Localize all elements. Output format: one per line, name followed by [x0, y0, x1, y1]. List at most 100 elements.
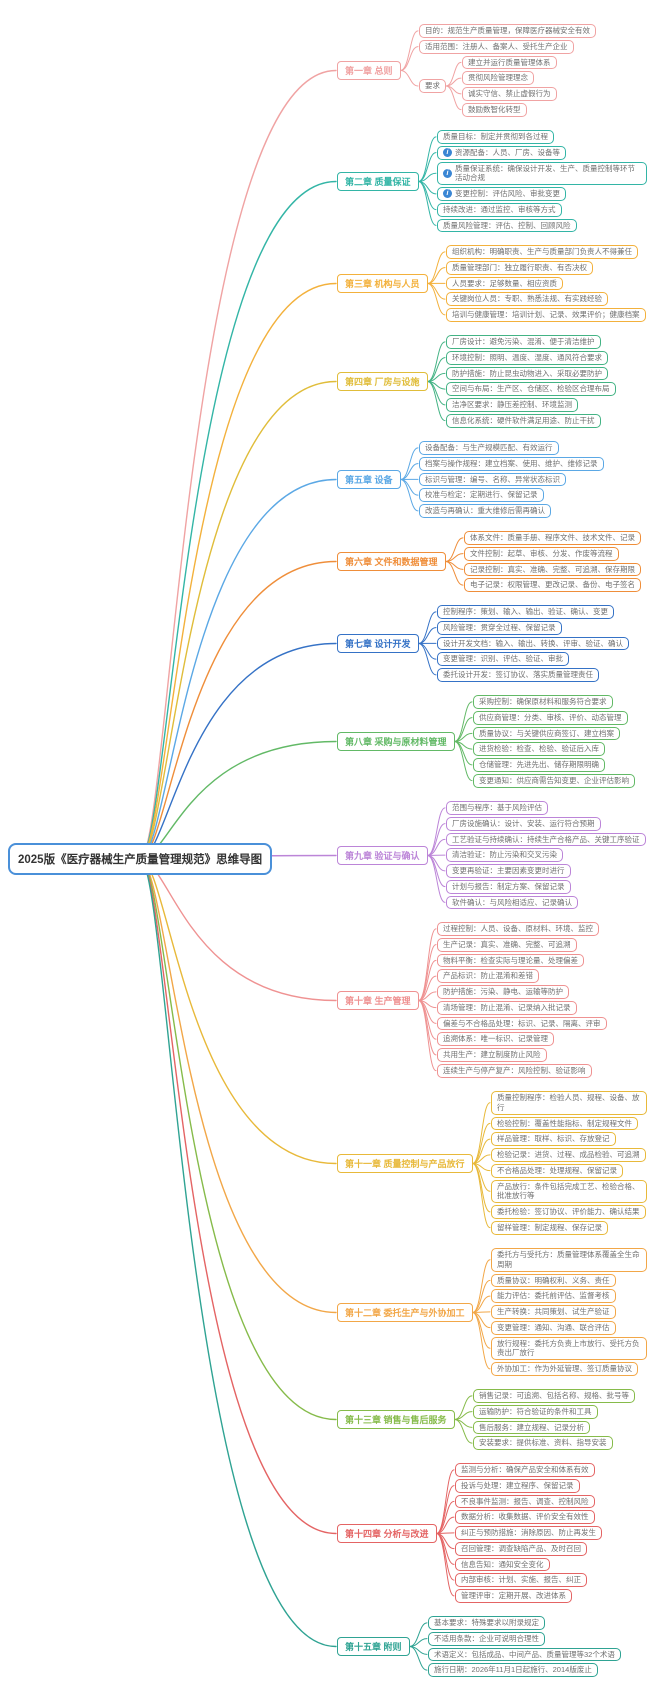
topic-node[interactable]: 检验控制：覆盖性能指标、制定规程文件 [491, 1116, 638, 1131]
topic-node[interactable]: 范围与程序：基于风险评估 [446, 801, 548, 815]
chapter-node[interactable]: 第十一章 质量控制与产品放行 [337, 1154, 473, 1173]
topic-node[interactable]: 数据分析：收集数据、评价安全有效性 [455, 1510, 595, 1524]
topic-node[interactable]: 软件确认：与风险相适应、记录确认 [446, 895, 578, 910]
topic-node[interactable]: 厂房设施确认：设计、安装、运行符合预期 [446, 816, 601, 831]
chapter-node[interactable]: 第十章 生产管理 [337, 991, 419, 1010]
topic-node[interactable]: 变更通知：供应商需告知变更、企业评估影响 [473, 773, 635, 788]
topic-node[interactable]: 销售记录：可追溯、包括名称、规格、批号等 [473, 1389, 635, 1403]
chapter-node[interactable]: 第八章 采购与原材料管理 [337, 732, 455, 751]
topic-node[interactable]: 监测与分析：确保产品安全和体系有效 [455, 1463, 595, 1477]
topic-node[interactable]: 电子记录：权限管理、更改记录、备份、电子签名 [464, 578, 641, 592]
topic-node[interactable]: 信息告知：通知安全变化 [455, 1557, 550, 1572]
topic-node[interactable]: 委托方与受托方：质量管理体系覆盖全生命周期 [491, 1248, 647, 1272]
topic-node[interactable]: 物料平衡：检查实际与理论量、处理偏差 [437, 953, 584, 968]
topic-node[interactable]: 设计开发文档：输入、输出、转换、评审、验证、确认 [437, 636, 629, 651]
topic-node[interactable]: 外协加工：作为外延管理、签订质量协议 [491, 1362, 638, 1376]
topic-node[interactable]: 产品放行：条件包括完成工艺、检验合格、批准放行等 [491, 1179, 647, 1203]
topic-node[interactable]: 改造与再确认：重大维修后需再确认 [419, 504, 551, 518]
topic-node[interactable]: 术语定义：包括成品、中间产品、质量管理等32个术语 [428, 1647, 621, 1662]
topic-node[interactable]: 设备配备：与生产规模匹配、有效运行 [419, 441, 559, 455]
topic-node[interactable]: 目的：规范生产质量管理，保障医疗器械安全有效 [419, 24, 596, 38]
topic-node[interactable]: 委托设计开发：签订协议、落实质量管理责任 [437, 668, 599, 682]
topic-node[interactable]: 记录控制：真实、准确、完整、可追溯、保存期限 [464, 562, 641, 577]
topic-node[interactable]: 纠正与预防措施：消除原因、防止再发生 [455, 1526, 602, 1540]
chapter-node[interactable]: 第九章 验证与确认 [337, 846, 428, 865]
topic-node[interactable]: 连续生产与停产复产：风险控制、验证影响 [437, 1063, 592, 1078]
topic-node[interactable]: 持续改进：通过监控、审核等方式 [437, 202, 562, 217]
topic-node[interactable]: 组织机构：明确职责、生产与质量部门负责人不得兼任 [446, 245, 638, 259]
topic-node[interactable]: 洁净区要求：静压差控制、环境监测 [446, 398, 578, 412]
topic-node[interactable]: 委托检验：签订协议、评价能力、确认结果 [491, 1205, 646, 1219]
topic-node[interactable]: 安装要求：提供标准、资料、指导安装 [473, 1436, 613, 1450]
root-node[interactable]: 2025版《医疗器械生产质量管理规范》思维导图 [8, 843, 273, 875]
topic-node[interactable]: 防护措施：污染、静电、运输等防护 [437, 985, 569, 999]
topic-node[interactable]: 环境控制：照明、温度、湿度、通风符合要求 [446, 350, 608, 365]
topic-node[interactable]: 计划与报告：制定方案、保留记录 [446, 879, 571, 894]
topic-node[interactable]: 内部审核：计划、实施、报告、纠正 [455, 1573, 587, 1587]
topic-node[interactable]: 清场管理：防止混淆、记录纳入批记录 [437, 1000, 577, 1015]
topic-node[interactable]: 追溯体系：唯一标识、记录管理 [437, 1032, 554, 1046]
chapter-node[interactable]: 第十二章 委托生产与外协加工 [337, 1303, 473, 1322]
topic-node[interactable]: 体系文件：质量手册、程序文件、技术文件、记录 [464, 531, 641, 545]
topic-node[interactable]: 工艺验证与持续确认：持续生产合格产品、关键工序验证 [446, 832, 646, 847]
topic-node[interactable]: 鼓励数智化转型 [462, 102, 527, 117]
topic-node[interactable]: 管理评审：定期开展、改进体系 [455, 1589, 572, 1603]
topic-node[interactable]: 培训与健康管理：培训计划、记录、效果评价；健康档案 [446, 308, 646, 322]
chapter-node[interactable]: 第七章 设计开发 [337, 634, 419, 653]
topic-node[interactable]: 关键岗位人员：专职、熟悉法规、有实践经验 [446, 292, 608, 306]
topic-node[interactable]: 文件控制：起草、审核、分发、作废等流程 [464, 546, 619, 561]
chapter-node[interactable]: 第十三章 销售与售后服务 [337, 1410, 455, 1429]
topic-node[interactable]: 进货检验：检查、检验、验证后入库 [473, 742, 605, 756]
topic-node[interactable]: 质量控制程序：检验人员、规程、设备、放行 [491, 1091, 647, 1115]
chapter-node[interactable]: 第三章 机构与人员 [337, 274, 428, 293]
chapter-node[interactable]: 第四章 厂房与设施 [337, 372, 428, 391]
topic-node[interactable]: 厂房设计：避免污染、混淆、便于清洁维护 [446, 335, 601, 349]
topic-node[interactable]: 变更管理：识别、评估、验证、审批 [437, 652, 569, 666]
chapter-node[interactable]: 第十四章 分析与改进 [337, 1524, 437, 1543]
chapter-node[interactable]: 第五章 设备 [337, 470, 401, 489]
topic-node[interactable]: 供应商管理：分类、审核、评价、动态管理 [473, 710, 628, 725]
topic-node[interactable]: 防护措施：防止昆虫动物进入、采取必要防护 [446, 366, 608, 381]
topic-node[interactable]: 控制程序：策划、输入、输出、验证、确认、变更 [437, 605, 614, 619]
topic-node[interactable]: 不适用条款：企业可说明合理性 [428, 1631, 545, 1646]
topic-node[interactable]: 产品标识：防止混淆和差错 [437, 969, 539, 983]
topic-node[interactable]: 运输防护：符合验证的条件和工具 [473, 1404, 598, 1419]
topic-node[interactable]: 档案与操作规程：建立档案、使用、维护、维修记录 [419, 456, 604, 471]
topic-node[interactable]: 质量目标：制定并贯彻到各过程 [437, 130, 554, 144]
topic-node[interactable]: 生产记录：真实、准确、完整、可追溯 [437, 937, 577, 952]
topic-node[interactable]: 不合格品处理：处理规程、保留记录 [491, 1163, 623, 1178]
chapter-node[interactable]: 第一章 总则 [337, 61, 401, 80]
topic-node[interactable]: 仓储管理：先进先出、储存期限明确 [473, 758, 605, 772]
topic-node[interactable]: 质量协议：与关键供应商签订、建立档案 [473, 726, 620, 741]
topic-node[interactable]: 不良事件监测：报告、调查、控制风险 [455, 1494, 595, 1509]
topic-node[interactable]: 贯彻风险管理理念 [462, 71, 534, 85]
topic-node[interactable]: 投诉与处理：建立程序、保留记录 [455, 1478, 580, 1493]
topic-node[interactable]: 变更管理：通知、沟通、联合评估 [491, 1320, 616, 1335]
topic-node[interactable]: 放行规程：委托方负责上市放行、受托方负责出厂放行 [491, 1336, 647, 1360]
topic-node[interactable]: 留样管理：制定规程、保存记录 [491, 1220, 608, 1235]
topic-node[interactable]: 人员要求：足够数量、相应资质 [446, 276, 563, 291]
topic-node[interactable]: 标识与管理：编号、名称、异常状态标识 [419, 472, 566, 487]
chapter-node[interactable]: 第十五章 附则 [337, 1637, 410, 1656]
topic-node[interactable]: 诚实守信、禁止虚假行为 [462, 87, 557, 101]
topic-node[interactable]: 变更再验证：主要因素变更时进行 [446, 864, 571, 878]
topic-node[interactable]: 适用范围：注册人、备案人、受托生产企业 [419, 39, 574, 54]
topic-node[interactable]: 召回管理：调查缺陷产品、及时召回 [455, 1541, 587, 1556]
topic-node[interactable]: 清洁验证：防止污染和交叉污染 [446, 848, 563, 862]
topic-node[interactable]: 样品管理：取样、标识、存放登记 [491, 1132, 616, 1146]
topic-node[interactable]: 质量管理部门：独立履行职责、有否决权 [446, 260, 593, 275]
topic-node[interactable]: 采购控制：确保原材料和服务符合要求 [473, 695, 613, 709]
chapter-node[interactable]: 第六章 文件和数据管理 [337, 552, 446, 571]
topic-node[interactable]: 建立并运行质量管理体系 [462, 55, 557, 70]
topic-node[interactable]: 施行日期：2026年11月1日起施行、2014版废止 [428, 1663, 598, 1677]
topic-node[interactable]: 基本要求：特殊要求以附录规定 [428, 1616, 545, 1630]
topic-node[interactable]: 质量协议：明确权利、义务、责任 [491, 1273, 616, 1288]
topic-node[interactable]: 生产转换：共同策划、试生产验证 [491, 1305, 616, 1319]
topic-node[interactable]: 校准与检定：定期进行、保留记录 [419, 488, 544, 502]
topic-node[interactable]: 信息化系统：硬件软件满足用途、防止干扰 [446, 413, 601, 428]
topic-node[interactable]: 能力评估：委托前评估、监督考核 [491, 1289, 616, 1303]
topic-node[interactable]: 检验记录：进货、过程、成品检验、可追溯 [491, 1148, 646, 1162]
